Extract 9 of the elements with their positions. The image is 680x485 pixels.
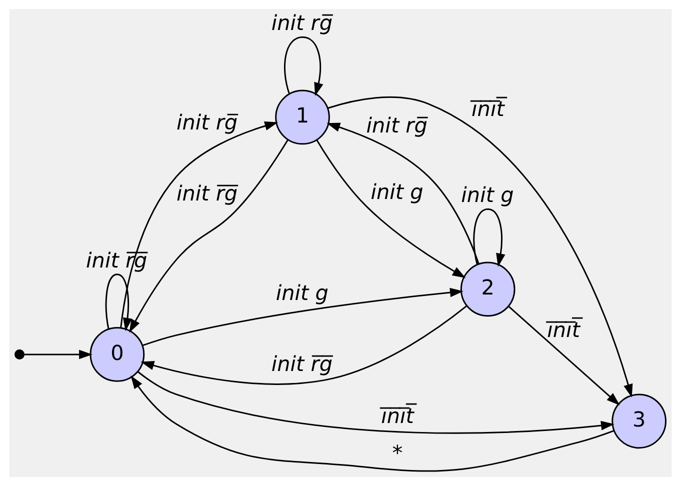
edge-label: init r̅g̅ [270,352,332,376]
edge-label: init r̅g̅ [176,181,238,206]
edge-label: init rg̅ [176,110,238,134]
edge-label: init rg̅ [366,112,427,137]
edge-label: init g [460,182,514,207]
edge-label: * [392,440,402,465]
edge-label: init g [275,280,328,304]
edge-label: init g [370,180,423,204]
edge-label: init rg̅ [270,10,332,35]
